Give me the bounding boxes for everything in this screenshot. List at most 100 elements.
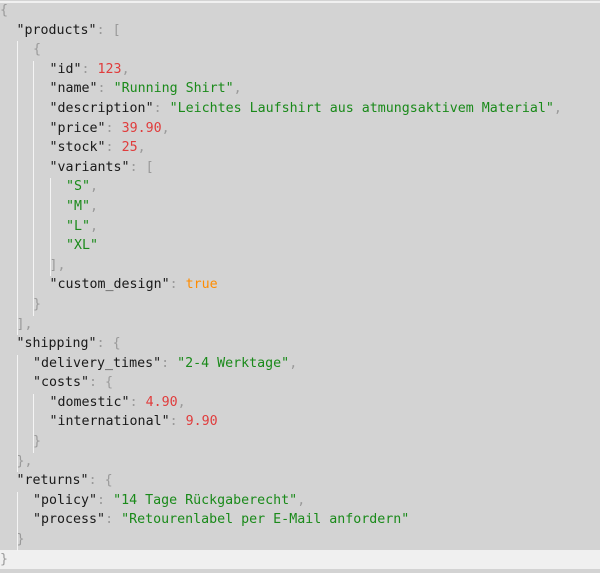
json-line: {	[0, 40, 600, 60]
json-key: "variants"	[49, 159, 130, 175]
json-punctuation: }	[16, 532, 25, 548]
json-key: "international"	[49, 414, 170, 430]
indent-guide	[33, 60, 34, 316]
json-punctuation: : {	[96, 336, 121, 352]
json-punctuation: : [	[129, 159, 154, 175]
json-punctuation: : {	[89, 375, 114, 391]
json-line-text: "policy": "14 Tage Rückgaberecht",	[33, 491, 305, 511]
json-line: "S",	[0, 177, 600, 197]
json-punctuation: :	[153, 100, 170, 116]
json-punctuation: :	[97, 81, 114, 97]
json-number-value: 4.90	[145, 394, 178, 410]
json-line-text: "delivery_times": "2-4 Werktage",	[33, 354, 297, 374]
json-punctuation: {	[33, 42, 42, 58]
json-punctuation: ,	[121, 61, 130, 77]
json-punctuation: }	[33, 296, 42, 312]
json-punctuation: :	[169, 414, 186, 430]
json-key: "domestic"	[49, 394, 130, 410]
json-line: "delivery_times": "2-4 Werktage",	[0, 354, 600, 374]
json-line: "id": 123,	[0, 60, 600, 80]
json-punctuation: :	[105, 120, 122, 136]
json-line-text: "id": 123,	[50, 60, 130, 80]
json-key: "process"	[33, 512, 106, 528]
json-line-text: }	[0, 550, 8, 570]
json-line-text: "variants": [	[50, 158, 154, 178]
json-line-text: "domestic": 4.90,	[50, 393, 186, 413]
json-line-text: "XL"	[66, 236, 98, 256]
json-line: "custom_design": true	[0, 275, 600, 295]
json-key: "stock"	[49, 140, 106, 156]
json-line-text: "costs": {	[33, 373, 113, 393]
json-line: "domestic": 4.90,	[0, 393, 600, 413]
json-key: "id"	[49, 61, 82, 77]
json-punctuation: {	[0, 3, 9, 18]
json-string-value: "Leichtes Laufshirt aus atmungsaktivem M…	[169, 100, 554, 116]
json-punctuation: ,	[553, 100, 562, 116]
json-line-text: },	[17, 452, 33, 472]
json-punctuation: ,	[233, 81, 242, 97]
json-line-text: "name": "Running Shirt",	[50, 79, 242, 99]
json-line-text: {	[0, 1, 8, 21]
json-punctuation: :	[169, 277, 186, 293]
json-line: {	[0, 1, 600, 21]
indent-guide	[17, 354, 18, 473]
json-line-text: "L",	[66, 217, 98, 237]
json-line: "process": "Retourenlabel per E-Mail anf…	[0, 510, 600, 530]
json-line-text: }	[33, 432, 41, 452]
json-key: "delivery_times"	[33, 355, 162, 371]
json-line-text: "international": 9.90	[50, 412, 218, 432]
json-punctuation: ,	[289, 355, 298, 371]
json-line-text: "products": [	[17, 21, 121, 41]
json-line: "name": "Running Shirt",	[0, 79, 600, 99]
json-punctuation: ,	[177, 394, 186, 410]
json-number-value: 123	[97, 61, 122, 77]
json-line: "variants": [	[0, 158, 600, 178]
json-key: "products"	[16, 22, 97, 38]
json-line-text: ],	[17, 315, 33, 335]
json-line-text: ],	[50, 256, 66, 276]
json-boolean-value: true	[185, 277, 218, 293]
json-key: "policy"	[33, 492, 98, 508]
json-string-value: "S"	[66, 179, 91, 195]
json-line: }	[0, 295, 600, 315]
json-punctuation: :	[105, 140, 122, 156]
indent-guide	[17, 41, 18, 336]
json-line-text: {	[33, 40, 41, 60]
json-line: "description": "Leichtes Laufshirt aus a…	[0, 99, 600, 119]
json-key: "costs"	[33, 375, 90, 391]
json-line: },	[0, 452, 600, 472]
json-line: "price": 39.90,	[0, 119, 600, 139]
json-string-value: "XL"	[66, 238, 99, 254]
json-punctuation: },	[16, 453, 33, 469]
json-key: "price"	[49, 120, 106, 136]
json-string-value: "Retourenlabel per E-Mail anfordern"	[121, 512, 410, 528]
json-line-text: "stock": 25,	[50, 138, 146, 158]
json-string-value: "M"	[66, 198, 91, 214]
json-key: "description"	[49, 100, 154, 116]
json-line: }	[0, 432, 600, 452]
json-line: "M",	[0, 197, 600, 217]
json-punctuation: ,	[90, 198, 99, 214]
json-line: "policy": "14 Tage Rückgaberecht",	[0, 491, 600, 511]
json-line: "L",	[0, 217, 600, 237]
json-line: "shipping": {	[0, 334, 600, 354]
json-line-text: "custom_design": true	[50, 275, 218, 295]
json-number-value: 39.90	[121, 120, 162, 136]
indent-guide	[33, 394, 34, 453]
json-string-value: "L"	[66, 218, 91, 234]
json-line: "XL"	[0, 236, 600, 256]
json-key: "returns"	[16, 473, 89, 489]
json-line-text: }	[33, 295, 41, 315]
json-punctuation: ],	[49, 257, 66, 273]
json-punctuation: :	[97, 492, 114, 508]
json-punctuation: ,	[90, 218, 99, 234]
json-punctuation: :	[105, 512, 122, 528]
json-line-text: "description": "Leichtes Laufshirt aus a…	[50, 99, 562, 119]
json-line: }	[0, 530, 600, 550]
json-punctuation: }	[0, 551, 9, 567]
json-punctuation: :	[81, 61, 98, 77]
json-punctuation: ,	[137, 140, 146, 156]
json-punctuation: ],	[16, 316, 33, 332]
json-punctuation: :	[161, 355, 178, 371]
